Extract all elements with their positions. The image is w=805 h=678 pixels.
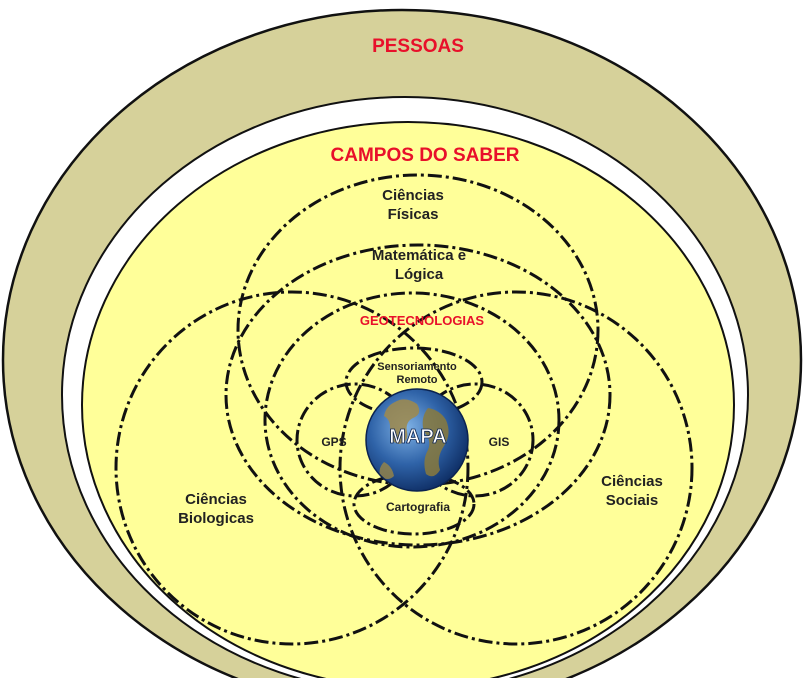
cartography-label: Cartografia bbox=[386, 500, 450, 514]
map-label: MAPA bbox=[389, 426, 446, 448]
gis-label: GIS bbox=[489, 435, 510, 449]
biological-sciences-circle bbox=[114, 290, 470, 646]
geotech-title: GEOTECNOLOGIAS bbox=[360, 313, 485, 328]
math-logic-circle bbox=[224, 243, 612, 547]
biological-sciences-label-2: Biologicas bbox=[178, 510, 254, 527]
gps-label: GPS bbox=[321, 435, 346, 449]
cartography-circle bbox=[352, 472, 476, 536]
social-sciences-label-1: Ciências bbox=[601, 473, 663, 490]
globe-icon bbox=[365, 388, 469, 492]
math-logic-label-2: Lógica bbox=[395, 266, 444, 283]
math-logic-label-1: Matemática e bbox=[372, 247, 466, 264]
remote-sensing-label-2: Remoto bbox=[397, 374, 438, 386]
social-sciences-circle bbox=[338, 290, 694, 646]
physical-sciences-label-2: Físicas bbox=[388, 206, 439, 223]
remote-sensing-label-1: Sensoriamento bbox=[377, 361, 457, 373]
fields-title: CAMPOS DO SABER bbox=[331, 145, 520, 166]
people-title: PESSOAS bbox=[372, 36, 464, 57]
biological-sciences-label-1: Ciências bbox=[185, 491, 247, 508]
physical-sciences-label-1: Ciências bbox=[382, 187, 444, 204]
social-sciences-label-2: Sociais bbox=[606, 492, 659, 509]
geotech-circle bbox=[263, 291, 561, 549]
